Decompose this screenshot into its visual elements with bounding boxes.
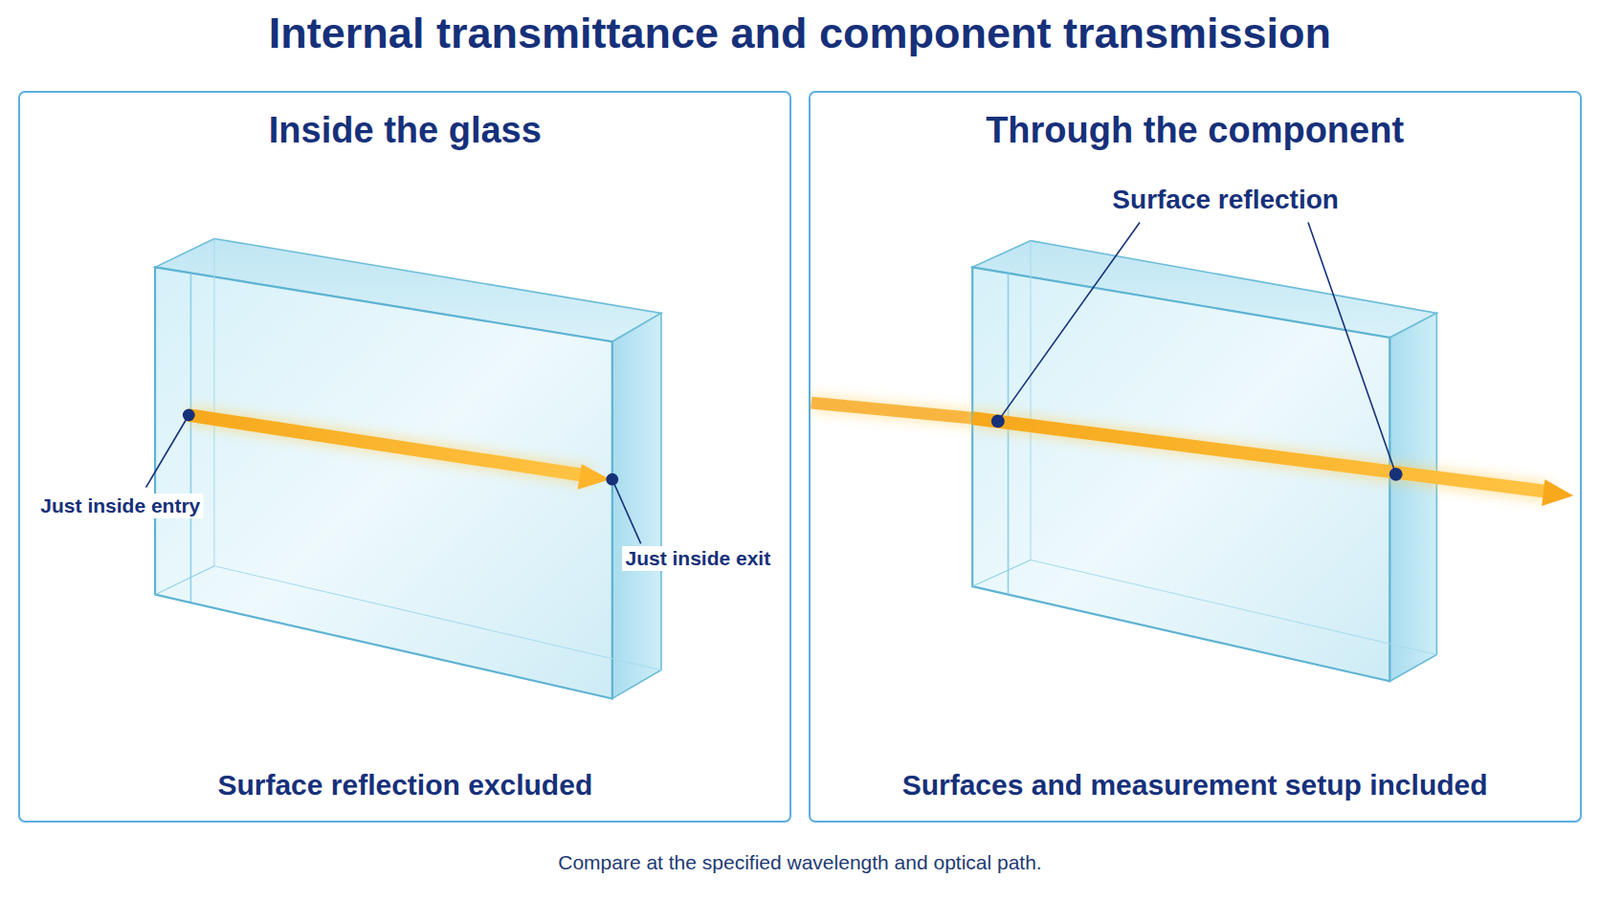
leader-line: [612, 479, 642, 544]
glass-block: [155, 239, 662, 700]
light-beam: [811, 402, 973, 419]
light-beam: [972, 418, 1574, 507]
panel: Inside the glassSurface reflection exclu…: [18, 90, 792, 824]
panel-note: Surface reflection excluded: [217, 769, 593, 802]
point-dot: [182, 409, 196, 423]
point-label: Just inside exit: [622, 546, 774, 572]
panel-note: Surfaces and measurement setup included: [902, 769, 1489, 802]
title: Internal transmittance and component tra…: [268, 8, 1332, 59]
light-beam: [188, 415, 610, 490]
leader-line: [998, 222, 1140, 422]
leader-line: [1308, 222, 1397, 474]
leader-line: [145, 415, 189, 489]
point-dot: [605, 473, 619, 487]
panel-heading: Through the component: [985, 110, 1404, 152]
caption: Compare at the specified wavelength and …: [557, 851, 1043, 875]
point-label: Just inside entry: [37, 493, 203, 519]
point-dot: [991, 414, 1005, 428]
callout-label: Surface reflection: [1108, 183, 1343, 217]
point-dot: [1389, 467, 1403, 482]
panel-heading: Inside the glass: [268, 110, 542, 152]
